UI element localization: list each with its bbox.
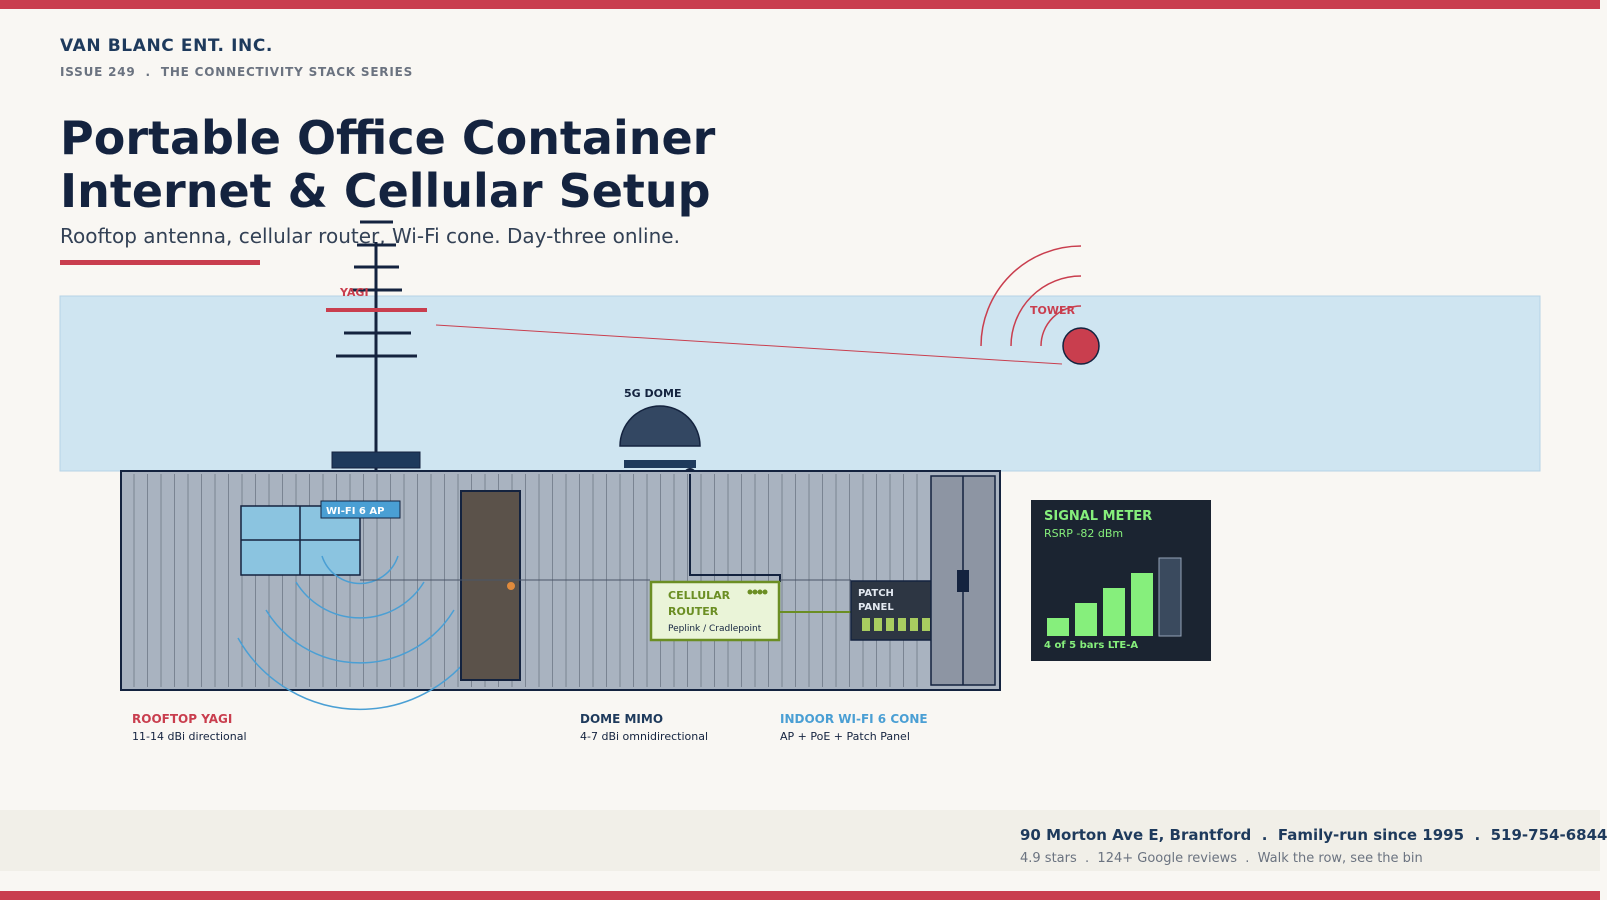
- wifi-ap-label: WI-FI 6 AP: [326, 506, 384, 517]
- page-title: Portable Office Container Internet & Cel…: [60, 112, 715, 218]
- wifi-arc-1: [321, 555, 399, 585]
- title-line-1: Portable Office Container: [60, 111, 716, 165]
- yagi-mount: [331, 451, 421, 469]
- footer-reviews: 4.9 stars . 124+ Google reviews . Walk t…: [1020, 851, 1423, 866]
- signal-bar-active: [1075, 603, 1097, 636]
- signal-bars: [1047, 557, 1182, 637]
- signal-meter: SIGNAL METER RSRP -82 dBm 4 of 5 bars LT…: [1031, 500, 1211, 661]
- cell-tower: TOWER: [980, 245, 1100, 365]
- signal-meter-panel: [1031, 500, 1211, 661]
- router-subtitle: Peplink / Cradlepoint: [668, 624, 762, 634]
- signal-bar-active: [1047, 618, 1069, 636]
- signal-meter-title: SIGNAL METER: [1044, 509, 1152, 524]
- sky-band: [59, 295, 1541, 472]
- legend: ROOFTOP YAGI 11-14 dBi directional DOME …: [132, 712, 928, 743]
- yagi-antenna: YAGI: [326, 220, 427, 475]
- tower-wave-inner: [1040, 305, 1082, 347]
- office-container: WI-FI 6 AP CELLULAR ROUTER Peplink / Cra…: [120, 470, 1001, 710]
- legend-dome-title: DOME MIMO: [580, 712, 663, 726]
- brand-name: VAN BLANC ENT. INC.: [60, 36, 273, 56]
- legend-wifi-title: INDOOR WI-FI 6 CONE: [780, 712, 928, 726]
- title-line-2: Internet & Cellular Setup: [60, 164, 711, 218]
- legend-dome-sub: 4-7 dBi omnidirectional: [580, 730, 708, 743]
- patch-ports: [862, 618, 930, 631]
- signal-meter-rsrp: RSRP -82 dBm: [1044, 527, 1123, 540]
- legend-yagi-title: ROOFTOP YAGI: [132, 712, 232, 726]
- dome-body: [619, 405, 701, 447]
- issue-line: ISSUE 249 . THE CONNECTIVITY STACK SERIE…: [60, 65, 414, 79]
- yagi-label: YAGI: [339, 286, 369, 299]
- wifi-ap-box: [320, 500, 401, 519]
- router-title-1: CELLULAR: [668, 589, 731, 602]
- dome-base: [624, 460, 696, 468]
- router-title-2: ROUTER: [668, 605, 719, 618]
- dome-cable: [689, 474, 781, 582]
- wifi-arc-2: [295, 581, 425, 619]
- end-door-latch: [957, 570, 969, 592]
- signal-bar-active: [1131, 573, 1153, 636]
- 5g-dome: 5G DOME: [619, 387, 701, 480]
- legend-wifi-sub: AP + PoE + Patch Panel: [780, 730, 910, 743]
- legend-yagi-sub: 11-14 dBi directional: [132, 730, 247, 743]
- tower-label: TOWER: [1030, 304, 1076, 317]
- footer-band: [0, 810, 1600, 871]
- signal-bar-active: [1103, 588, 1125, 636]
- patch-title-2: PANEL: [858, 602, 894, 613]
- wifi-arc-3: [265, 609, 455, 664]
- signal-bar-inactive: [1158, 557, 1182, 637]
- footer-address: 90 Morton Ave E, Brantford . Family-run …: [1020, 826, 1607, 844]
- router-leds: [747, 589, 768, 595]
- dome-label: 5G DOME: [624, 387, 681, 400]
- yagi-link-line: [435, 324, 1063, 365]
- door-knob: [507, 582, 515, 590]
- tower-wave-middle: [1010, 275, 1082, 347]
- title-underline: [60, 260, 260, 265]
- tower-dot: [1062, 327, 1100, 365]
- patch-title-1: PATCH: [858, 588, 894, 599]
- wifi-arc-4: [237, 637, 483, 710]
- tower-wave-outer: [980, 245, 1082, 347]
- top-accent-bar: [0, 0, 1600, 9]
- signal-meter-caption: 4 of 5 bars LTE-A: [1044, 640, 1138, 651]
- bottom-accent-bar: [0, 891, 1600, 900]
